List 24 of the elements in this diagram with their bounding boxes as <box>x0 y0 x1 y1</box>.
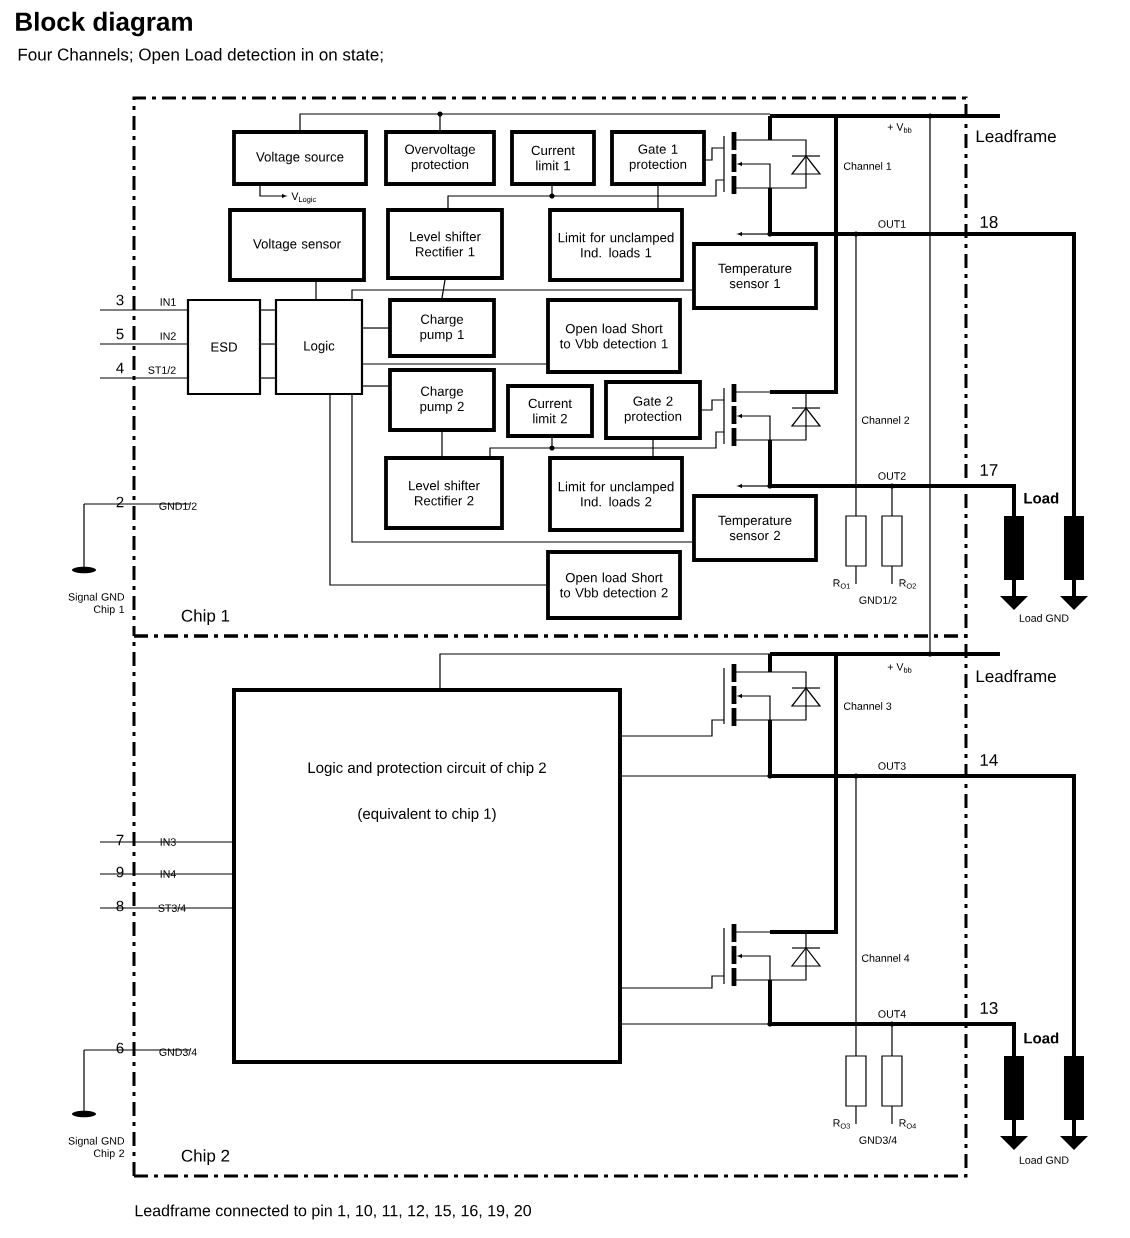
pin-number: 17 <box>980 464 998 476</box>
wire <box>441 431 443 457</box>
wire <box>351 289 693 300</box>
pin-number: 13 <box>980 1002 998 1014</box>
wire <box>362 327 389 329</box>
pin-number: 14 <box>980 754 998 766</box>
wire <box>362 363 547 365</box>
leadframe-label: Leadframe <box>976 129 1056 143</box>
wire <box>351 394 693 543</box>
subtitle: Four Channels; Open Load detection in on state; <box>18 48 383 64</box>
wire <box>299 113 441 131</box>
wire <box>329 394 547 586</box>
caption: Leadframe connected to pin 1, 10, 11, 12, 15, 16, 19, 20 <box>135 1204 532 1220</box>
wire <box>362 385 389 387</box>
wire <box>657 185 659 209</box>
wire <box>260 309 276 311</box>
leadframe-label: Leadframe <box>976 669 1056 683</box>
wire <box>260 377 276 379</box>
wire <box>260 343 276 345</box>
wire <box>441 279 446 299</box>
title: Block diagram <box>16 11 192 37</box>
wire <box>315 281 317 300</box>
wire <box>652 439 654 457</box>
pin-number: 18 <box>980 216 998 229</box>
